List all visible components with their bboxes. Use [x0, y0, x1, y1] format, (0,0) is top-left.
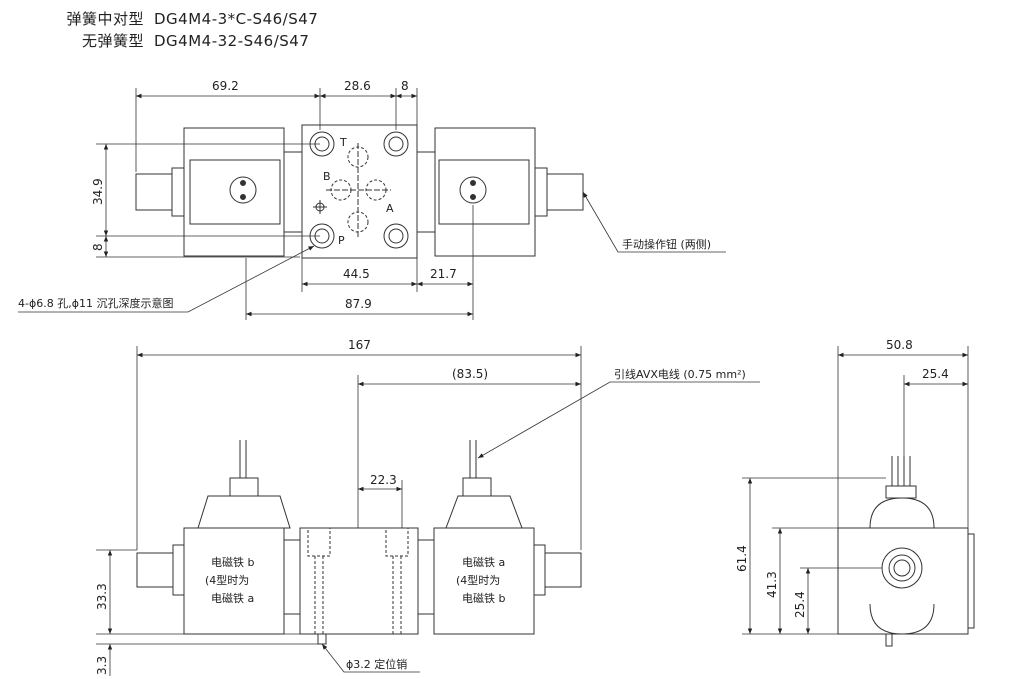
side-view — [837, 456, 975, 647]
dim-167: 167 — [348, 338, 371, 352]
right-nut — [534, 167, 548, 217]
solenoid-a-line2: (4型时为 — [456, 573, 500, 587]
locating-pin — [317, 633, 327, 645]
front-valve-body — [299, 527, 419, 635]
left-connector — [283, 151, 303, 233]
pin-note: ϕ3.2 定位销 — [346, 657, 407, 671]
left-solenoid-cap — [197, 495, 291, 529]
dim-87-9: 87.9 — [345, 297, 372, 311]
right-solenoid-cap — [445, 495, 523, 529]
dim-8-top: 8 — [401, 79, 409, 93]
dim-61-4: 61.4 — [735, 545, 749, 572]
dim-50-8: 50.8 — [886, 338, 913, 352]
front-left-manual-button — [136, 552, 174, 588]
dim-33-3: 33.3 — [95, 583, 109, 610]
port-label-t: T — [339, 136, 347, 149]
dim-3-3: 3.3 — [95, 656, 109, 675]
header-model: DG4M4-3*C-S46/S47 — [154, 10, 319, 28]
left-solenoid-outline — [183, 127, 285, 257]
dim-25-4: 25.4 — [793, 591, 807, 618]
right-connector — [416, 151, 436, 233]
left-nut — [171, 167, 185, 217]
side-manual-button — [881, 547, 923, 589]
right-solenoid-outline — [434, 127, 536, 257]
front-view-dimensions — [96, 346, 760, 676]
model-header: 弹簧中对型 DG4M4-3*C-S46/S47 无弹簧型 DG4M4-32-S4… — [52, 8, 318, 52]
dim-22-3: 22.3 — [370, 473, 397, 487]
valve-body — [301, 124, 418, 259]
dim-25-4-top: 25.4 — [922, 367, 949, 381]
dim-69-2: 69.2 — [212, 79, 239, 93]
solenoid-a-line1: 电磁铁 a — [462, 556, 505, 569]
header-row-no-spring: 无弹簧型 DG4M4-32-S46/S47 — [52, 30, 318, 52]
dim-41-3: 41.3 — [765, 571, 779, 598]
header-label: 无弹簧型 — [81, 32, 144, 50]
left-solenoid-coil — [189, 159, 281, 225]
mounting-hole-tr — [383, 131, 409, 157]
holes-note: 4-ϕ6.8 孔,ϕ11 沉孔深度示意图 — [18, 296, 173, 310]
left-solenoid-screw — [229, 176, 257, 204]
solenoid-a-line3: 电磁铁 b — [462, 592, 505, 605]
side-solenoid-cap — [869, 497, 935, 529]
dim-83-5: (83.5) — [452, 367, 488, 381]
left-manual-button — [135, 173, 173, 211]
top-view-dimensions — [18, 88, 726, 320]
port-label-a: A — [386, 202, 394, 215]
solenoid-b-line1: 电磁铁 b — [211, 556, 254, 569]
header-row-spring-centered: 弹簧中对型 DG4M4-3*C-S46/S47 — [52, 8, 318, 30]
manual-button-note: 手动操作钮 (两侧) — [622, 237, 711, 251]
dim-8-left: 8 — [91, 243, 105, 251]
dim-34-9: 34.9 — [91, 178, 105, 205]
right-manual-button — [546, 173, 584, 211]
solenoid-b-line3: 电磁铁 a — [211, 592, 254, 605]
dim-44-5: 44.5 — [343, 267, 370, 281]
solenoid-b-line2: (4型时为 — [205, 573, 249, 587]
front-right-manual-button — [544, 552, 582, 588]
header-model: DG4M4-32-S46/S47 — [154, 32, 310, 50]
lead-wire-note: 引线AVX电线 (0.75 mm²) — [614, 367, 746, 381]
top-view — [135, 124, 584, 259]
dim-21-7: 21.7 — [430, 267, 457, 281]
port-label-p: P — [338, 234, 345, 247]
port-label-b: B — [323, 170, 331, 183]
front-view — [136, 440, 582, 645]
dim-28-6: 28.6 — [344, 79, 371, 93]
mounting-hole-br — [383, 223, 409, 249]
side-view-dimensions — [742, 346, 969, 635]
header-label: 弹簧中对型 — [66, 10, 144, 28]
right-solenoid-screw — [459, 176, 487, 204]
right-solenoid-coil — [438, 159, 530, 225]
